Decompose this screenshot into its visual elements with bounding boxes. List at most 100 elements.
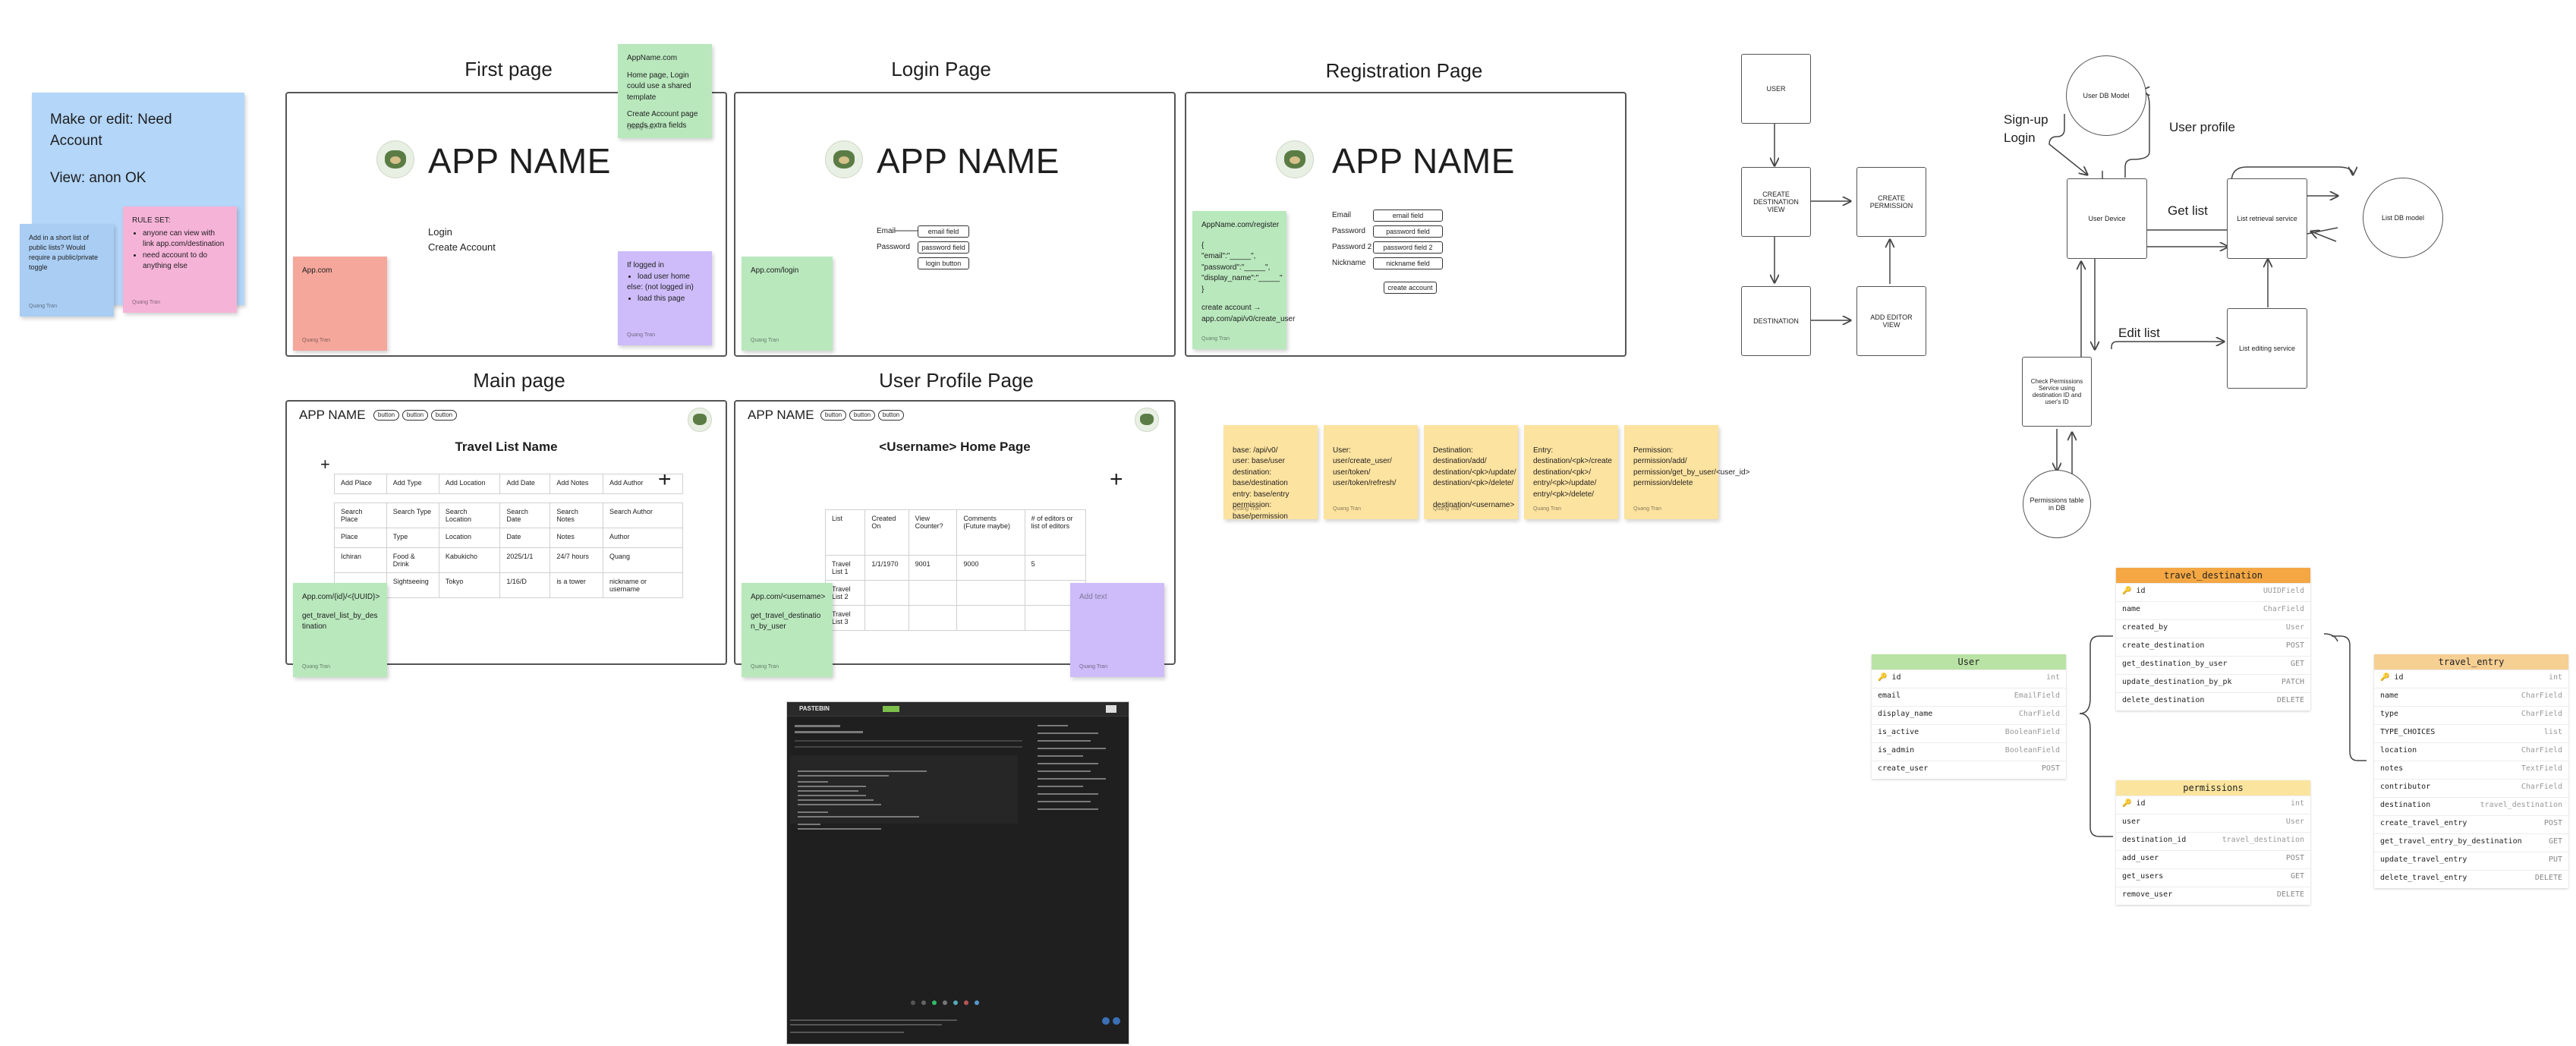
table-row[interactable]: Travel List 2 (824, 580, 1087, 606)
flow-create-destination-box[interactable]: CREATE DESTINATION VIEW (1741, 167, 1811, 237)
password-field[interactable]: password field (918, 241, 969, 254)
sticky-text: AppName.com (627, 54, 678, 62)
sticky-text: App.com/login (751, 266, 799, 275)
sticky-note-main-url[interactable]: App.com/{id}/<{UUID}> get_travel_list_by… (293, 583, 387, 677)
table-cell[interactable]: Search Author (603, 503, 683, 528)
sticky-note-logged-in[interactable]: If logged in load user home else: (not l… (618, 251, 712, 345)
table-cell[interactable]: Add Place (334, 474, 387, 494)
flow-add-editor-box[interactable]: ADD EDITOR VIEW (1856, 286, 1926, 356)
table-cell[interactable]: Search Place (334, 503, 387, 528)
password-field[interactable]: password field (1373, 225, 1443, 238)
sticky-note-api-destination[interactable]: Destination: destination/add/ destinatio… (1424, 425, 1518, 519)
nickname-field[interactable]: nickname field (1373, 257, 1443, 269)
table-cell[interactable]: Add Notes (550, 474, 604, 494)
email-field[interactable]: email field (1373, 210, 1443, 222)
pastebin-screenshot[interactable]: PASTEBIN (786, 701, 1129, 1044)
user-device-box[interactable]: User Device (2067, 178, 2147, 259)
sticky-note-homepage[interactable]: AppName.com Home page, Login could use a… (618, 44, 712, 138)
sticky-note-api-permission[interactable]: Permission: permission/add/ permission/g… (1624, 425, 1749, 519)
table-cell[interactable]: Search Location (438, 503, 501, 528)
frame-login-page[interactable]: APP NAME Email Password email field pass… (734, 92, 1176, 357)
sticky-note-api-base[interactable]: base: /api/v0/ user: base/user destinati… (1223, 425, 1318, 521)
nav-button[interactable]: button (849, 410, 875, 421)
list-db-model-circle[interactable]: List DB model (2363, 178, 2443, 258)
table-cell[interactable]: Travel List 1 (824, 555, 866, 581)
sticky-note-public-lists[interactable]: Add in a short list of public lists? Wou… (20, 224, 114, 317)
pastebin-paste-button[interactable] (883, 706, 899, 712)
nav-button[interactable]: button (431, 410, 457, 421)
sticky-note-register-api[interactable]: AppName.com/register { "email":"_____", … (1192, 211, 1295, 349)
table-cell: List (824, 509, 866, 556)
sticky-text: Add in a short list of public lists? Wou… (29, 234, 99, 272)
frame-title-first: First page (464, 58, 553, 80)
permissions-table-circle[interactable]: Permissions table in DB (2023, 470, 2091, 538)
sticky-note-profile-url[interactable]: App.com/<username> get_travel_destinatio… (742, 583, 833, 677)
table-cell[interactable]: Add Location (438, 474, 501, 494)
table-cell[interactable]: Add Type (386, 474, 439, 494)
table-cell[interactable]: Search Notes (550, 503, 604, 528)
login-button[interactable]: login button (918, 257, 969, 269)
er-field-type: int (2045, 673, 2060, 682)
table-cell[interactable]: Search Type (386, 503, 439, 528)
create-account-button[interactable]: create account (1384, 282, 1437, 294)
nav-button[interactable]: button (373, 410, 399, 421)
add-row-icon[interactable]: + (320, 455, 330, 474)
sticky-note-appcom[interactable]: App.com Quang Tran (293, 257, 387, 351)
sticky-text: AppName.com/register (1201, 221, 1280, 229)
app-name-small: APP NAME (299, 408, 366, 422)
sticky-note-api-entry[interactable]: Entry: destination/<pk>/create destinati… (1524, 425, 1618, 519)
sticky-note-api-user[interactable]: User: user/create_user/ user/token/ user… (1324, 425, 1418, 519)
er-header: travel_entry (2374, 654, 2568, 670)
er-field-type: int (2290, 799, 2304, 808)
login-link[interactable]: Login (428, 226, 452, 238)
flow-user-box[interactable]: USER (1741, 54, 1811, 124)
sticky-text: Entry: destination/<pk>/create destinati… (1533, 446, 1612, 499)
table-cell[interactable]: Add Author (603, 474, 683, 494)
nav-button[interactable]: button (878, 410, 904, 421)
table-row[interactable]: Travel List 3 (824, 605, 1087, 631)
table-cell: Ichiran (334, 547, 387, 573)
table-cell: Type (386, 528, 439, 548)
er-field-type: UUIDField (2263, 587, 2304, 595)
sticky-note-ruleset[interactable]: RULE SET: anyone can view with link app.… (123, 206, 237, 313)
pastebin-logo[interactable]: PASTEBIN (799, 705, 830, 712)
check-permissions-service-box[interactable]: Check Permissions Service using destinat… (2022, 357, 2092, 427)
add-list-icon[interactable]: + (1110, 467, 1123, 492)
er-method-name: get_destination_by_user (2122, 660, 2228, 668)
create-account-link[interactable]: Create Account (428, 241, 496, 253)
table-cell[interactable]: Add Date (499, 474, 551, 494)
user-db-model-circle[interactable]: User DB Model (2066, 55, 2146, 136)
frame-title-register: Registration Page (1325, 59, 1483, 82)
password2-field[interactable]: password field 2 (1373, 241, 1443, 254)
nav-button[interactable]: button (820, 410, 846, 421)
table-cell: 2025/1/1 (499, 547, 551, 573)
er-field-name: location (2380, 746, 2417, 755)
flow-destination-box[interactable]: DESTINATION (1741, 286, 1811, 356)
key-icon: 🔑 id (2380, 673, 2404, 682)
list-editing-service-box[interactable]: List editing service (2227, 308, 2307, 389)
app-name: APP NAME (1332, 141, 1515, 181)
sticky-placeholder: Add text (1079, 593, 1107, 601)
nav-button[interactable]: button (402, 410, 428, 421)
sticky-note-empty[interactable]: Add text Quang Tran (1070, 583, 1164, 677)
pastebin-search[interactable] (1106, 705, 1116, 713)
key-icon: 🔑 id (2122, 587, 2146, 595)
email-field[interactable]: email field (918, 225, 969, 238)
flow-create-permission-box[interactable]: CREATE PERMISSION (1856, 167, 1926, 237)
sticky-note-login-url[interactable]: App.com/login Quang Tran (742, 257, 833, 351)
table-cell[interactable]: Search Date (499, 503, 551, 528)
list-retrieval-service-box[interactable]: List retrieval service (2227, 178, 2307, 259)
